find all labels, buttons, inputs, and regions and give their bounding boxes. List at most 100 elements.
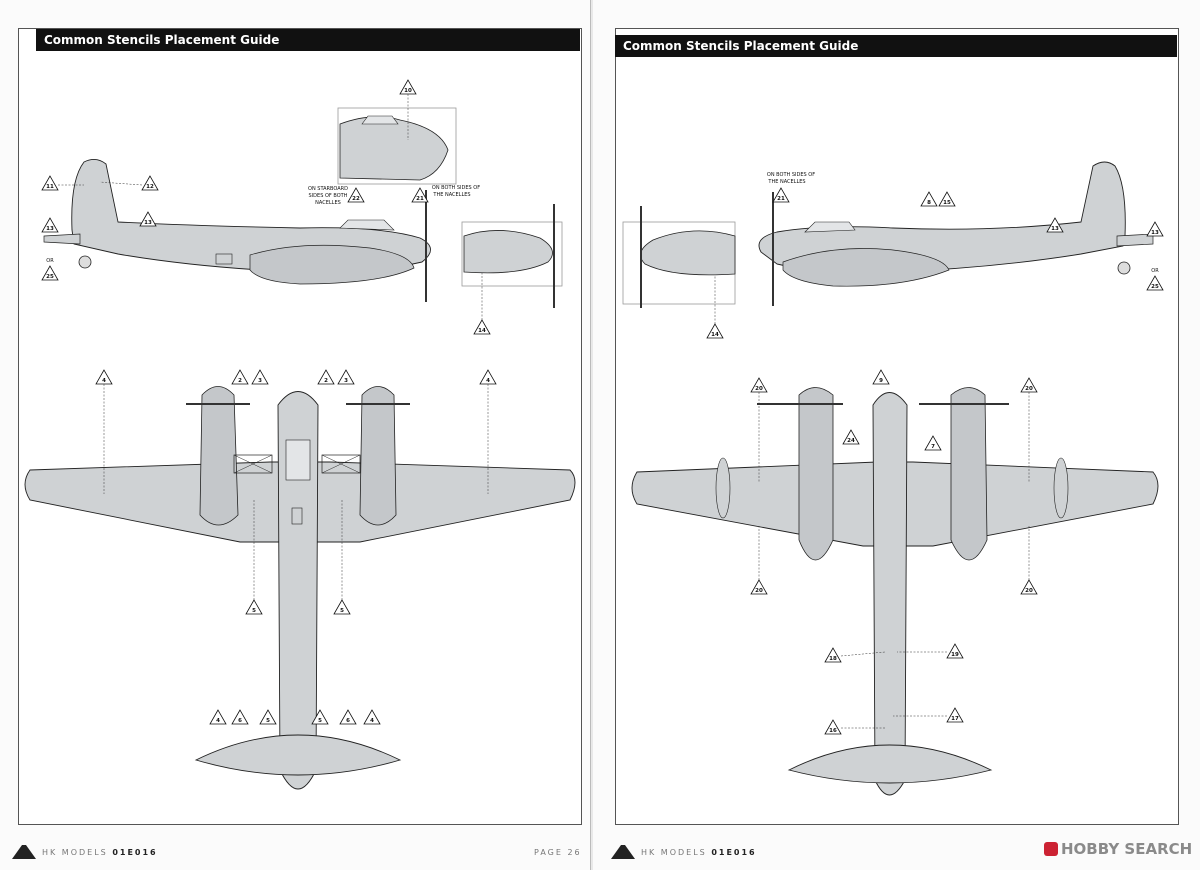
svg-text:13: 13 <box>46 226 54 232</box>
svg-text:10: 10 <box>404 88 412 94</box>
svg-text:15: 15 <box>943 200 951 206</box>
svg-text:5: 5 <box>266 718 270 724</box>
svg-text:13: 13 <box>1151 230 1159 236</box>
callout-3a: 3 <box>251 369 269 385</box>
callout-5b: 5 <box>333 599 351 615</box>
right-note-both-sides-2: THE NACELLES <box>767 179 805 185</box>
callout-13b: 13 <box>41 217 59 233</box>
right-stencil-diagram: 8 15 21 13 13 25 14 20 9 20 24 7 20 20 1… <box>622 161 1164 796</box>
svg-text:11: 11 <box>46 184 54 190</box>
callout-17: 17 <box>946 707 964 723</box>
svg-text:24: 24 <box>847 438 855 444</box>
left-page: Common Stencils Placement Guide <box>0 0 591 870</box>
callout-20b: 20 <box>1020 377 1038 393</box>
callout-5c: 5 <box>259 709 277 725</box>
svg-text:5: 5 <box>318 718 322 724</box>
right-side-view <box>758 161 1154 306</box>
svg-text:5: 5 <box>340 608 344 614</box>
right-footer-code: 01E016 <box>711 848 757 857</box>
right-nacelle-inset <box>622 206 736 308</box>
svg-text:20: 20 <box>755 588 763 594</box>
left-page-title: Common Stencils Placement Guide <box>36 29 580 51</box>
left-stencil-diagram: 10 11 12 13 13 25 22 21 14 4 2 3 2 3 4 5… <box>24 79 576 790</box>
callout-6a: 6 <box>231 709 249 725</box>
svg-text:7: 7 <box>931 444 935 450</box>
left-page-number: PAGE 26 <box>534 848 582 857</box>
svg-text:4: 4 <box>486 378 490 384</box>
leader-lines-left <box>58 94 489 600</box>
callout-14: 14 <box>473 319 491 335</box>
callout-20c: 20 <box>750 579 768 595</box>
hk-logo-right <box>611 845 635 859</box>
callout-11: 11 <box>41 175 59 191</box>
hobby-search-logo-icon <box>1044 842 1058 856</box>
right-bottom-view <box>631 387 1159 796</box>
right-page-title: Common Stencils Placement Guide <box>615 35 1177 57</box>
callout-7: 7 <box>924 435 942 451</box>
callout-16: 16 <box>824 719 842 735</box>
note-starboard-1: ON STARBOARD <box>308 186 348 192</box>
left-footer-code: 01E016 <box>112 848 158 857</box>
left-side-view <box>43 159 431 302</box>
callout-10: 10 <box>399 79 417 95</box>
svg-text:22: 22 <box>352 196 360 202</box>
left-footer: HK MODELS 01E016 <box>42 848 158 857</box>
callout-2a: 2 <box>231 369 249 385</box>
svg-text:19: 19 <box>951 652 959 658</box>
callout-2b: 2 <box>317 369 335 385</box>
callout-8: 8 <box>920 191 938 207</box>
svg-text:18: 18 <box>829 656 837 662</box>
hobby-search-watermark: HOBBY SEARCH <box>1044 840 1192 858</box>
callout-24: 24 <box>842 429 860 445</box>
callout-25r: 25 <box>1146 275 1164 291</box>
right-page: Common Stencils Placement Guide <box>593 0 1200 870</box>
callout-13r-a: 13 <box>1046 217 1064 233</box>
callout-14r: 14 <box>706 323 724 339</box>
svg-text:20: 20 <box>1025 588 1033 594</box>
callout-6b: 6 <box>339 709 357 725</box>
svg-text:17: 17 <box>951 716 959 722</box>
svg-text:2: 2 <box>324 378 328 384</box>
callout-21: 21 <box>411 187 429 203</box>
svg-text:3: 3 <box>258 378 262 384</box>
right-footer: HK MODELS 01E016 <box>641 848 757 857</box>
svg-text:21: 21 <box>416 196 424 202</box>
right-footer-brand: HK MODELS <box>641 848 707 857</box>
callout-20a: 20 <box>750 377 768 393</box>
right-note-both-sides-1: ON BOTH SIDES OF <box>767 172 815 178</box>
nose-inset <box>337 107 457 185</box>
callout-4a: 4 <box>95 369 113 385</box>
svg-text:5: 5 <box>252 608 256 614</box>
callout-12: 12 <box>141 175 159 191</box>
note-both-sides-1: ON BOTH SIDES OF <box>432 185 480 191</box>
svg-text:13: 13 <box>144 220 152 226</box>
callout-15: 15 <box>938 191 956 207</box>
callout-4c: 4 <box>209 709 227 725</box>
svg-text:21: 21 <box>777 196 785 202</box>
svg-text:2: 2 <box>238 378 242 384</box>
callout-5d: 5 <box>311 709 329 725</box>
svg-text:13: 13 <box>1051 226 1059 232</box>
svg-text:20: 20 <box>1025 386 1033 392</box>
callout-18: 18 <box>824 647 842 663</box>
callout-20d: 20 <box>1020 579 1038 595</box>
callout-21r: 21 <box>772 187 790 203</box>
note-both-sides-2: THE NACELLES <box>432 192 470 198</box>
svg-text:16: 16 <box>829 728 837 734</box>
note-starboard-2: SIDES OF BOTH <box>309 193 348 199</box>
note-starboard-3: NACELLES <box>315 200 341 206</box>
callout-3b: 3 <box>337 369 355 385</box>
svg-text:14: 14 <box>478 328 486 334</box>
svg-text:12: 12 <box>146 184 154 190</box>
hk-logo-left <box>12 845 36 859</box>
nacelle-inset <box>461 204 563 308</box>
callout-25: 25 <box>41 265 59 281</box>
svg-text:4: 4 <box>216 718 220 724</box>
left-top-view <box>24 386 576 790</box>
svg-text:4: 4 <box>370 718 374 724</box>
watermark-text: HOBBY SEARCH <box>1061 840 1193 858</box>
svg-text:25: 25 <box>46 274 54 280</box>
callout-13r-b: 13 <box>1146 221 1164 237</box>
svg-text:8: 8 <box>927 200 931 206</box>
svg-text:14: 14 <box>711 332 719 338</box>
